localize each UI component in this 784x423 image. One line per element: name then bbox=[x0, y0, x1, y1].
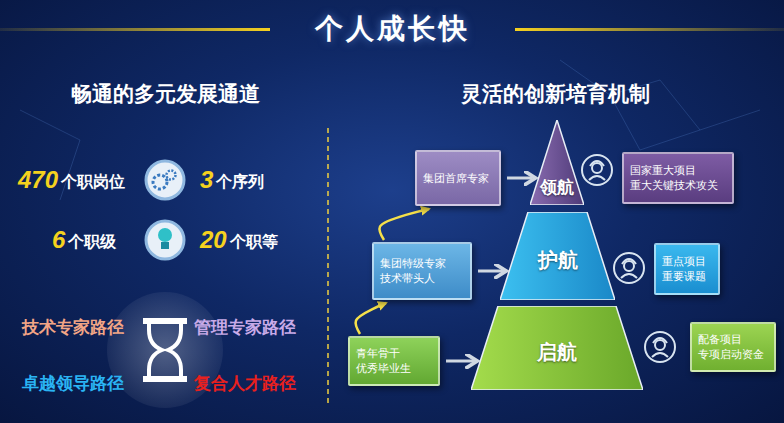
stat-unit: 个职岗位 bbox=[61, 172, 125, 193]
gear bbox=[167, 171, 176, 180]
icon-headset bbox=[621, 259, 637, 278]
promotion-arrow bbox=[380, 209, 429, 240]
hourglass-cap bbox=[143, 318, 187, 324]
chevron-arrow bbox=[478, 270, 503, 273]
box-text: 国家重大项目 bbox=[630, 163, 726, 178]
pyramid-tier: 领航 bbox=[530, 120, 584, 205]
bulb-base bbox=[161, 242, 169, 249]
stat-number: 6 bbox=[52, 226, 65, 254]
icon-circle bbox=[146, 161, 184, 199]
support-box: 国家重大项目重大关键技术攻关 bbox=[622, 152, 734, 204]
expert-box: 集团特级专家技术带头人 bbox=[372, 242, 472, 300]
icon-circle bbox=[614, 253, 644, 283]
path-label: 卓越领导路径 bbox=[22, 372, 124, 395]
stat-number: 470 bbox=[18, 166, 58, 194]
icon-circle bbox=[645, 332, 675, 362]
box-text: 技术带头人 bbox=[380, 271, 464, 286]
tier-label: 护航 bbox=[500, 247, 615, 274]
title-rule bbox=[515, 28, 784, 31]
icon-head bbox=[655, 340, 665, 350]
path-label: 复合人才路径 bbox=[194, 372, 296, 395]
support-box: 重点项目重要课题 bbox=[654, 243, 720, 295]
icon-head bbox=[592, 163, 602, 173]
tier-fill bbox=[500, 212, 615, 300]
support-box: 配备项目专项启动资金 bbox=[690, 322, 776, 372]
box-text: 配备项目 bbox=[698, 332, 768, 347]
pyramid-tier: 护航 bbox=[500, 212, 615, 300]
expert-box: 集团首席专家 bbox=[415, 150, 501, 206]
stat-number: 20 bbox=[200, 226, 227, 254]
tier-fill bbox=[471, 306, 643, 390]
chevron-arrow bbox=[446, 360, 474, 363]
gear bbox=[153, 175, 167, 189]
bulb bbox=[158, 228, 172, 242]
box-text: 集团特级专家 bbox=[380, 256, 464, 271]
box-text: 集团首席专家 bbox=[423, 171, 493, 186]
stat-number: 3 bbox=[200, 166, 213, 194]
tier-label: 启航 bbox=[471, 339, 643, 366]
icon-circle bbox=[582, 155, 612, 185]
box-text: 青年骨干 bbox=[356, 346, 432, 361]
section-heading: 灵活的创新培育机制 bbox=[461, 80, 650, 108]
stat-unit: 个职级 bbox=[68, 232, 116, 253]
stat-unit: 个职等 bbox=[230, 232, 278, 253]
path-label: 技术专家路径 bbox=[22, 316, 124, 339]
pyramid-tier: 启航 bbox=[471, 306, 643, 390]
box-text: 优秀毕业生 bbox=[356, 361, 432, 376]
section-heading: 畅通的多元发展通道 bbox=[71, 80, 260, 108]
icon-headset bbox=[589, 161, 605, 180]
chevron-arrow bbox=[507, 177, 533, 180]
constellation bbox=[20, 60, 760, 200]
promotion-arrow bbox=[356, 303, 386, 334]
box-text: 重大关键技术攻关 bbox=[630, 178, 726, 193]
stat-unit: 个序列 bbox=[216, 172, 264, 193]
tier-label: 领航 bbox=[530, 176, 584, 199]
divider bbox=[327, 128, 329, 405]
path-label: 管理专家路径 bbox=[194, 316, 296, 339]
box-text: 重点项目 bbox=[662, 254, 712, 269]
hourglass-glass bbox=[149, 324, 181, 376]
icon-headset bbox=[652, 338, 668, 357]
title-rule bbox=[0, 28, 270, 31]
gear-icon bbox=[146, 161, 184, 199]
bulb-icon bbox=[146, 221, 184, 259]
title: 个人成长快 bbox=[315, 10, 470, 48]
hourglass-cap bbox=[143, 376, 187, 382]
box-text: 专项启动资金 bbox=[698, 347, 768, 362]
box-text: 重要课题 bbox=[662, 269, 712, 284]
talent-box: 青年骨干优秀毕业生 bbox=[348, 336, 440, 386]
icon-circle bbox=[146, 221, 184, 259]
tier-fill bbox=[530, 120, 584, 205]
icon-head bbox=[624, 261, 634, 271]
